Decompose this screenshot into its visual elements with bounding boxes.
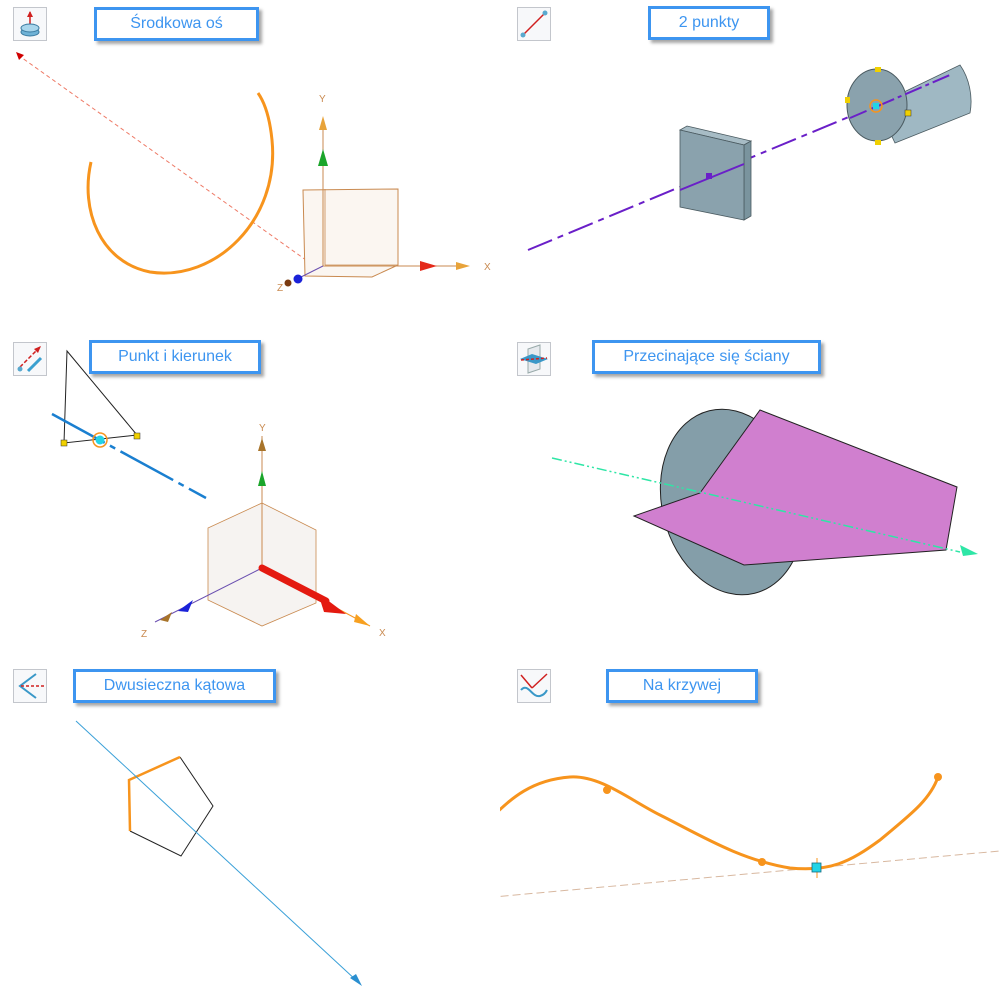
point-direction-scene: X Y Z [51,349,386,640]
panel-angle-bisector: Dwusieczna kątowa [0,660,500,1000]
z-arrow-icon [293,274,303,284]
intersecting-faces-scene [551,408,978,596]
y-arrow-icon [258,471,266,486]
y-axis-tip-icon [319,116,327,130]
panel-title-intersecting-faces: Przecinające się ściany [592,340,821,374]
point-marker [706,173,712,179]
point-marker [811,862,822,873]
z-arrow-icon [178,600,193,612]
center-axis-icon[interactable] [13,7,47,41]
selected-edges [127,755,181,832]
pentagon-edges [129,756,214,857]
axis-arrow-icon [16,52,24,60]
bisector-axis [75,720,359,983]
arc-curve [86,92,275,275]
y-axis-label: Y [319,94,326,105]
point-marker [873,103,879,109]
spline-curve [500,775,940,871]
panel-title-angle-bisector: Dwusieczna kątowa [73,669,276,703]
panel-title-center-axis: Środkowa oś [94,7,259,41]
panel-on-curve: Na krzywej [500,660,1000,1000]
direction-arrow-icon [318,593,346,614]
view-cube [302,188,399,278]
axis-arrow-icon [960,545,978,556]
panel-intersecting-faces: Przecinające się ściany [500,330,1000,660]
plane-face [632,409,958,566]
axis-line [51,412,207,500]
panel-title-on-curve: Na krzywej [606,669,758,703]
x-arrow-icon [420,261,437,271]
panel-title-point-direction: Punkt i kierunek [89,340,261,374]
panel-title-two-points: 2 punkty [648,6,770,40]
axis-line [17,54,321,271]
point-marker [95,435,105,445]
tangent-axis [500,850,1000,897]
intersection-axis [551,457,961,553]
two-points-icon[interactable] [517,7,551,41]
x-axis-label: X [484,262,491,273]
z-axis-label: Z [141,629,147,640]
on-curve-icon[interactable] [517,669,551,703]
angle-bisector-icon[interactable] [13,669,47,703]
angle-bisector-scene [75,720,362,986]
point-direction-icon[interactable] [13,342,47,376]
direction-arrow [258,564,330,605]
center-axis-scene: X Y Z [16,52,491,294]
panel-two-points: 2 punkty [500,0,1000,330]
intersecting-faces-icon[interactable] [517,342,551,376]
axis-arrow-icon [350,974,362,986]
on-curve-scene [500,773,1000,897]
panel-point-direction: X Y Z Punkt i kierunek [0,330,500,660]
z-axis-label: Z [277,283,283,294]
x-axis-label: X [379,628,386,639]
y-axis-label: Y [259,423,266,434]
panel-center-axis: X Y Z Środkowa oś [0,0,500,330]
two-points-scene [527,64,972,251]
y-arrow-icon [318,149,328,166]
